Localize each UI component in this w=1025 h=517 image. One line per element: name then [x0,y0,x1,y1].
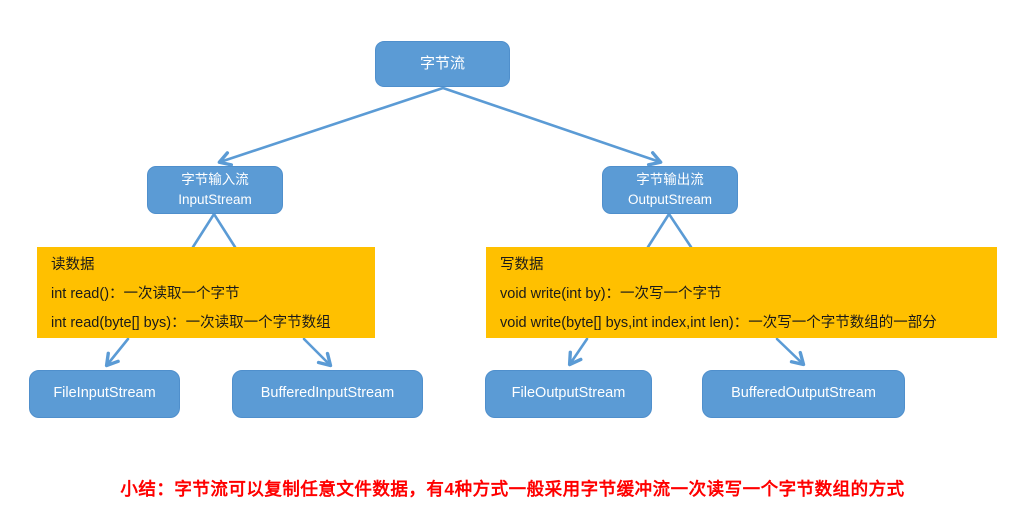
edge-read-note-to-bufferedinputstream [302,337,333,368]
write-note-method-2: void write(byte[] bys,int index,int len)… [500,315,937,331]
read-note-method-2: int read(byte[] bys)：一次读取一个字节数组 [51,315,331,331]
node-output-stream-title: 字节输出流 [636,172,704,188]
node-input-stream-subtitle: InputStream [178,192,252,207]
node-byte-stream: 字节流 [375,41,510,87]
node-output-stream-subtitle: OutputStream [627,192,713,207]
node-fileoutputstream-label: FileOutputStream [511,385,626,402]
summary-text: 小结：字节流可以复制任意文件数据，有4种方式一般采用字节缓冲流一次读写一个字节数… [120,479,905,499]
node-bufferedoutputstream: BufferedOutputStream [702,370,905,418]
edge-write-note-to-bufferedoutputstream [775,337,806,367]
node-fileoutputstream: FileOutputStream [485,370,652,418]
write-methods-note: 写数据 void write(int by)：一次写一个字节 void writ… [486,247,997,338]
edge-read-note-to-fileinputstream [104,337,130,368]
write-note-method-1: void write(int by)：一次写一个字节 [500,286,722,302]
node-input-stream: 字节输入流 InputStream [147,166,283,214]
node-fileinputstream: FileInputStream [29,370,180,418]
edge-inputstream-to-read-note [191,211,237,249]
read-note-method-1: int read()：一次读取一个字节 [51,286,240,302]
node-bufferedinputstream-label: BufferedInputStream [260,385,395,402]
node-byte-stream-label: 字节流 [419,55,465,73]
edge-root-to-outputstream [441,86,663,167]
node-bufferedoutputstream-label: BufferedOutputStream [731,385,876,402]
node-fileinputstream-label: FileInputStream [53,385,156,402]
edge-root-to-inputstream [217,86,445,167]
read-methods-note: 读数据 int read()：一次读取一个字节 int read(byte[] … [37,247,375,338]
edge-write-note-to-fileoutputstream [567,337,589,367]
read-note-title: 读数据 [51,257,95,273]
node-input-stream-title: 字节输入流 [181,172,249,188]
write-note-title: 写数据 [500,257,544,273]
edge-outputstream-to-write-note [646,211,693,249]
node-bufferedinputstream: BufferedInputStream [232,370,423,418]
node-output-stream: 字节输出流 OutputStream [602,166,738,214]
